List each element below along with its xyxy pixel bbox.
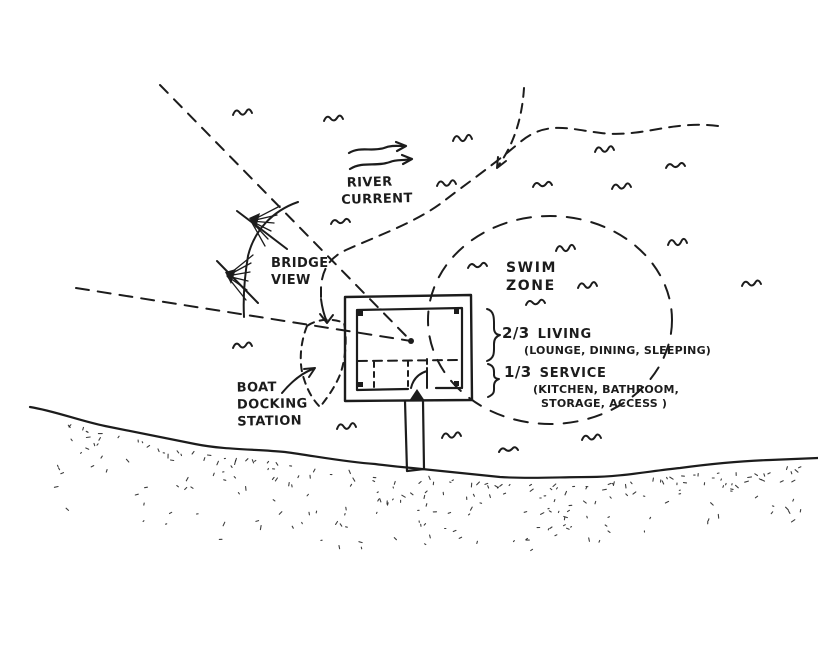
- dock-label-leader-arrow-head: [303, 367, 316, 378]
- house-outer-wall: [343, 293, 474, 403]
- boat-docking-line2: DOCKING: [236, 396, 308, 413]
- bridge-view-line2: VIEW: [271, 273, 311, 289]
- river-current-line1: RIVER: [346, 174, 393, 191]
- door-swing-arc: [410, 370, 428, 389]
- living-brace: [486, 308, 501, 362]
- bridge-edge-arc: [242, 201, 299, 318]
- living-fraction: 2/3: [502, 324, 530, 342]
- shore-stipple: [53, 424, 802, 552]
- boat-docking-line3: STATION: [237, 413, 303, 430]
- swim-zone-line1: SWIM: [506, 260, 558, 276]
- bridge-sight-line-upper: [159, 84, 412, 342]
- river-current-line2: CURRENT: [341, 191, 413, 209]
- viewpoint-dot: [408, 338, 414, 344]
- label-service-zone: 1/3 SERVICE (KITCHEN, BATHROOM, STORAGE, …: [504, 361, 679, 412]
- water-squiggles: [232, 108, 762, 453]
- living-service-divider: [357, 359, 462, 362]
- boat-approach-path: [320, 123, 719, 298]
- bridge-pier-upper: [236, 205, 288, 250]
- label-bridge-view: BRIDGE VIEW: [271, 255, 329, 289]
- current-deflect-path: [497, 87, 525, 167]
- living-title: LIVING: [537, 327, 592, 342]
- house-inner-wall: [355, 306, 464, 392]
- river-current-arrows: [347, 140, 414, 171]
- current-deflect-arrow-head: [496, 156, 507, 169]
- service-detail-line1: (KITCHEN, BATHROOM,: [533, 382, 680, 396]
- boat-dock-outline: [299, 318, 347, 408]
- bridge-view-line1: BRIDGE: [271, 256, 329, 271]
- entrance-marker: [409, 389, 425, 401]
- label-boat-docking-station: BOAT DOCKING STATION: [237, 378, 309, 431]
- gangway: [403, 399, 426, 473]
- bridge-pier-lower: [216, 254, 259, 304]
- label-swim-zone: SWIM ZONE: [506, 259, 557, 296]
- service-brace: [487, 363, 500, 398]
- bridge-sight-line-lower: [75, 287, 412, 342]
- service-fraction: 1/3: [504, 363, 532, 381]
- service-detail-line2: STORAGE, ACCESS ): [541, 397, 668, 411]
- label-river-current: RIVER CURRENT: [341, 173, 413, 209]
- shoreline: [28, 405, 818, 479]
- dock-arrow-head: [319, 313, 334, 324]
- dock-label-leader-arrow: [281, 368, 314, 394]
- boat-docking-line1: BOAT: [236, 379, 277, 396]
- living-detail: (LOUNGE, DINING, SLEEPING): [524, 343, 712, 357]
- label-living-zone: 2/3 LIVING (LOUNGE, DINING, SLEEPING): [502, 322, 711, 358]
- service-title: SERVICE: [539, 366, 607, 381]
- swim-zone-boundary: [427, 215, 673, 425]
- swim-zone-line2: ZONE: [506, 278, 556, 295]
- house-corner-posts: [358, 309, 459, 387]
